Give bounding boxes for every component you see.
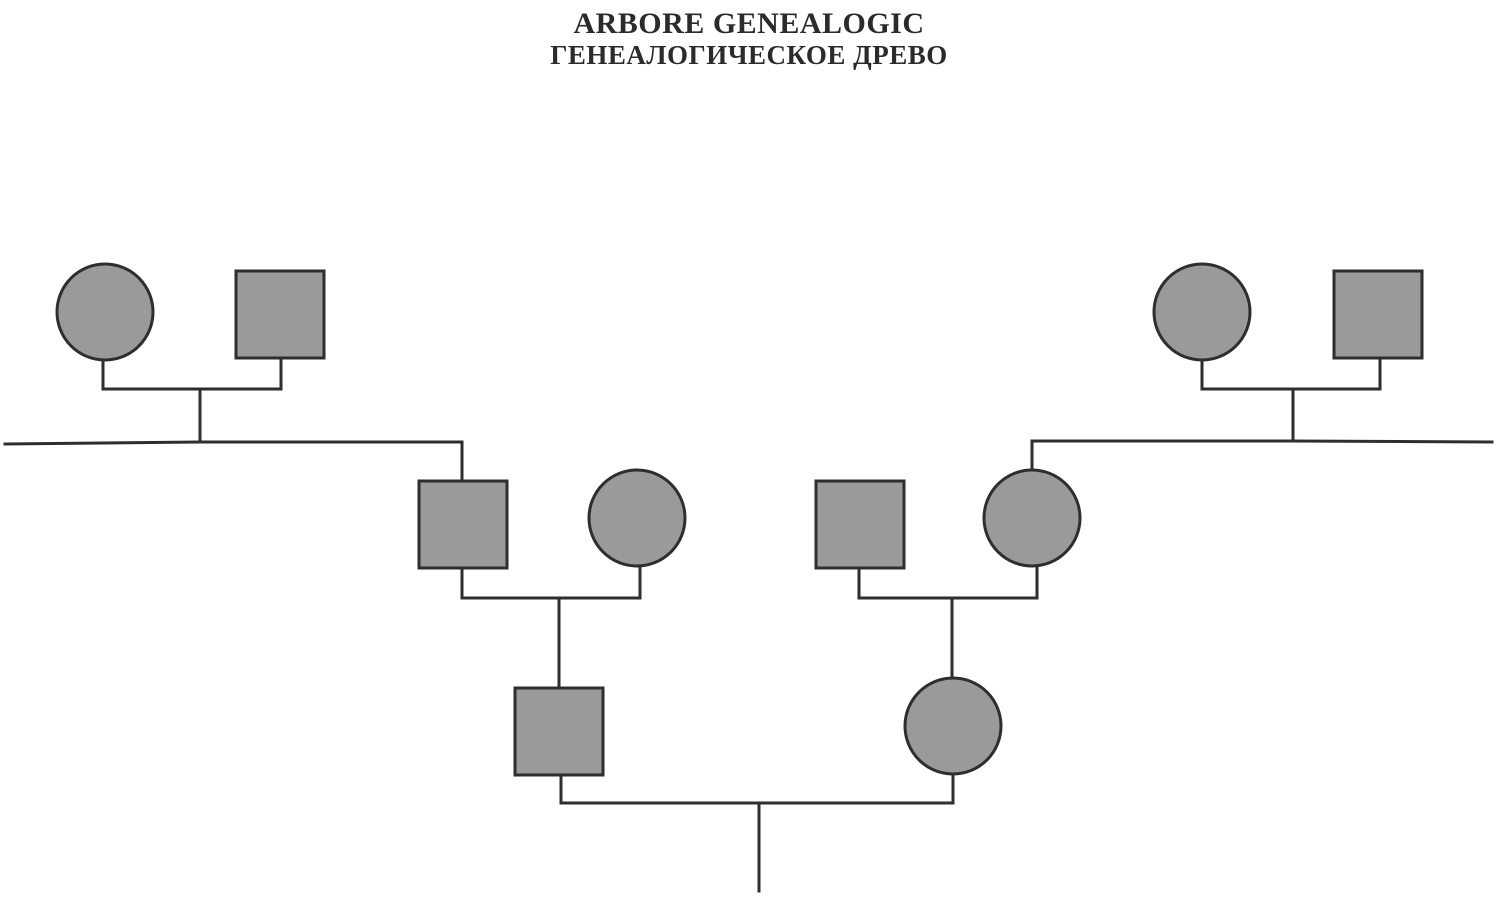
- father-square: [417, 479, 509, 570]
- title-block: ARBORE GENEALOGIC ГЕНЕАЛОГИЧЕСКОЕ ДРЕВО: [0, 7, 1498, 71]
- diagram-subtitle: ГЕНЕАЛОГИЧЕСКОЕ ДРЕВО: [550, 40, 948, 70]
- daughter-circle: [903, 676, 1003, 776]
- maternal-grandmother-circle: [1152, 262, 1252, 362]
- maternal-grandparents-couple-line: [1200, 356, 1382, 391]
- paternal-grandparents-couple-line: [101, 356, 283, 391]
- paternal-grandfather-square: [234, 269, 326, 360]
- right-parents-couple-line: [857, 564, 1039, 600]
- maternal-grandfather-square: [1332, 269, 1424, 360]
- mother-circle: [982, 468, 1082, 568]
- diagram-title: ARBORE GENEALOGIC: [573, 7, 925, 40]
- son-square: [513, 686, 605, 777]
- maternal-sibling-line: [1030, 439, 1494, 472]
- bottom-couple-line: [559, 772, 955, 805]
- paternal-grandmother-circle: [55, 262, 155, 362]
- paternal-sibling-line: [3, 440, 464, 483]
- mother-spouse-square: [814, 479, 906, 570]
- left-parents-couple-line: [460, 564, 642, 600]
- father-spouse-circle: [587, 468, 687, 568]
